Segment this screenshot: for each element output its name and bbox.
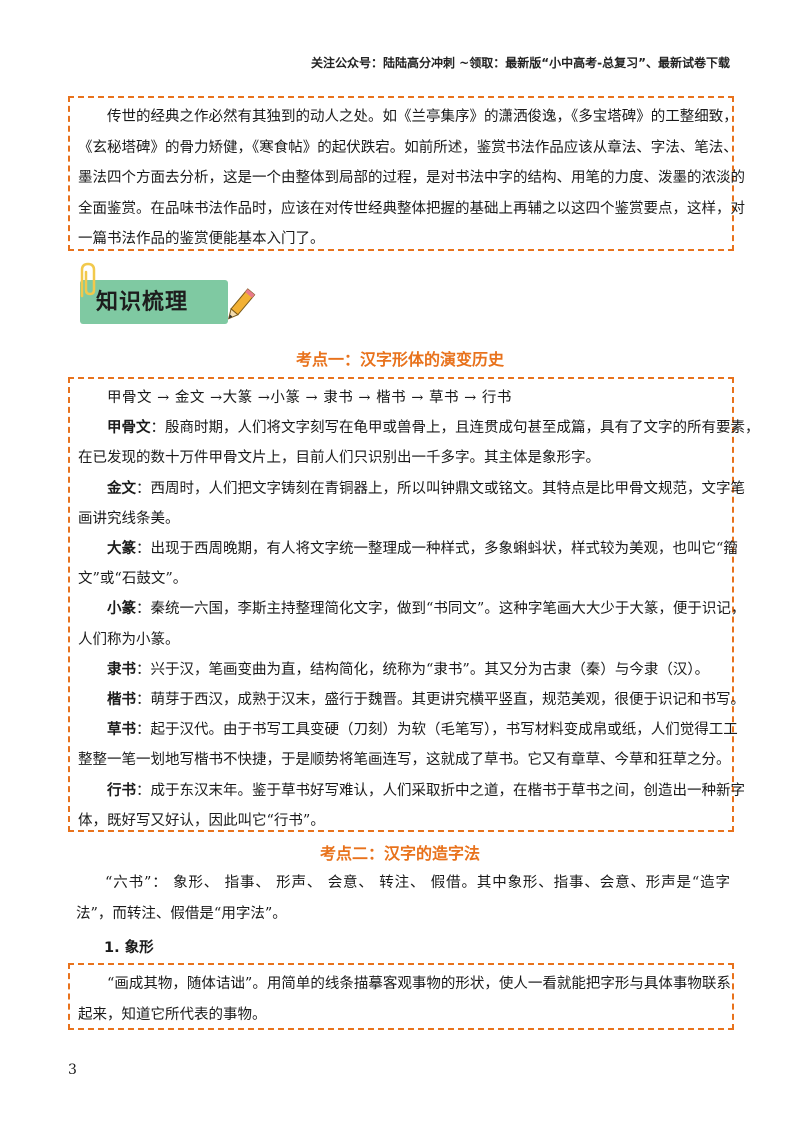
evolution-sequence: 甲骨文 → 金文 →大篆 →小篆 → 隶书 → 楷书 → 草书 → 行书 [107,390,512,406]
term-description: ：成于东汉末年。鉴于草书好写难认，人们采取折中之道，在楷书于草书之间，创造出一种… [136,782,745,799]
intro-box: 传世的经典之作必然有其独到的动人之处。如《兰亭集序》的潇洒俊逸，《多宝塔碑》的工… [68,96,745,251]
pencil-icon [222,286,258,330]
paperclip-icon [72,262,106,306]
evolution-item: 金文：西周时，人们把文字铸刻在青铜器上，所以叫钟鼎文或铭文。其特点是比甲骨文规范… [78,474,745,504]
term-label: 楷书 [107,692,136,709]
page-header: 关注公众号：陆陆高分冲刺 ~领取：最新版“小中高考-总复习”、最新试卷下载 [311,56,730,70]
knowledge-banner: 知识梳理 [72,262,262,332]
pictograph-box: “画成其物，随体诘诎”。用简单的线条描摹客观事物的形状，使人一看就能把字形与具体… [68,963,734,1030]
banner-background [80,280,228,324]
term-label: 隶书 [107,661,136,678]
evolution-item: 行书：成于东汉末年。鉴于草书好写难认，人们采取折中之道，在楷书于草书之间，创造出… [78,776,745,806]
section-title-methods: 考点二：汉字的造字法 [319,844,480,863]
evolution-item: 小篆：秦统一六国，李斯主持整理简化文字，做到“书同文”。这种字笔画大大少于大篆，… [78,594,745,624]
term-description: ：出现于西周晚期，有人将文字统一整理成一种样式，多象蝌蚪状，样式较为美观，也叫它… [136,541,738,558]
evolution-item-continued: 文”或“石鼓文”。 [78,571,188,588]
term-description: ：兴于汉，笔画变曲为直，结构简化，统称为“隶书”。其又分为古隶（秦）与今隶（汉）… [136,661,710,678]
evolution-item-continued: 人们称为小篆。 [78,631,180,648]
evolution-item: 楷书：萌芽于西汉，成熟于汉末，盛行于魏晋。其更讲究横平竖直，规范美观，很便于识记… [78,685,745,715]
term-description: ：萌芽于西汉，成熟于汉末，盛行于魏晋。其更讲究横平竖直，规范美观，很便于识记和书… [136,692,745,709]
section-title-evolution: 考点一：汉字形体的演变历史 [295,350,504,369]
evolution-item: 隶书：兴于汉，笔画变曲为直，结构简化，统称为“隶书”。其又分为古隶（秦）与今隶（… [78,655,724,685]
term-label: 草书 [107,722,136,739]
intro-line: 一篇书法作品的鉴赏便能基本入门了。 [78,231,325,247]
evolution-item-continued: 在已发现的数十万件甲骨文片上，目前人们只识别出一千多字。其主体是象形字。 [78,450,600,467]
term-label: 甲骨文 [107,420,151,437]
evolution-item: 草书：起于汉代。由于书写工具变硬（刀刻）为软（毛笔写），书写材料变成帛或纸，人们… [78,715,738,745]
evolution-item: 大篆：出现于西周晚期，有人将文字统一整理成一种样式，多象蝌蚪状，样式较为美观，也… [78,534,738,564]
term-label: 行书 [107,782,136,799]
evolution-item: 甲骨文：殷商时期，人们将文字刻写在龟甲或兽骨上，且连贯成句甚至成篇，具有了文字的… [78,413,760,443]
evolution-box: 甲骨文 → 金文 →大篆 →小篆 → 隶书 → 楷书 → 草书 → 行书 甲骨文… [68,377,760,832]
term-description: ：起于汉代。由于书写工具变硬（刀刻）为软（毛笔写），书写材料变成帛或纸，人们觉得… [136,722,738,739]
evolution-item-continued: 整整一笔一划地写楷书不快捷，于是顺势将笔画连写，这就成了草书。它又有章草、今草和… [78,752,731,769]
sub-heading-pictograph: 1. 象形 [104,940,154,956]
paragraph-line: “六书”： 象形、 指事、 形声、 会意、 转注、 假借。其中象形、指事、会意、… [105,875,730,891]
banner-label: 知识梳理 [96,290,189,315]
term-description: ：殷商时期，人们将文字刻写在龟甲或兽骨上，且连贯成句甚至成篇，具有了文字的所有要… [150,420,760,437]
term-description: ：秦统一六国，李斯主持整理简化文字，做到“书同文”。这种字笔画大大少于大篆，便于… [136,601,746,618]
evolution-item-continued: 体，既好写又好认，因此叫它“行书”。 [78,812,325,829]
term-label: 大篆 [107,541,136,558]
intro-line: 《玄秘塔碑》的骨力矫健，《寒食帖》的起伏跌宕。如前所述，鉴赏书法作品应该从章法、… [78,139,738,156]
paragraph-line: 法”，而转注、假借是“用字法”。 [76,905,287,922]
term-label: 小篆 [107,601,136,618]
intro-line: 全面鉴赏。在品味书法作品时，应该在对传世经典整体把握的基础上再辅之以这四个鉴赏要… [78,200,745,217]
intro-line: 墨法四个方面去分析，这是一个由整体到局部的过程，是对书法中字的结构、用笔的力度、… [78,170,745,186]
intro-line: 传世的经典之作必然有其独到的动人之处。如《兰亭集序》的潇洒俊逸，《多宝塔碑》的工… [107,109,738,125]
evolution-item-continued: 画讲究线条美。 [78,510,180,527]
box-line: “画成其物，随体诘诎”。用简单的线条描摹客观事物的形状，使人一看就能把字形与具体… [107,976,731,992]
six-principles-paragraph: “六书”： 象形、 指事、 形声、 会意、 转注、 假借。其中象形、指事、会意、… [76,868,730,929]
term-label: 金文 [107,480,136,497]
box-line: 起来，知道它所代表的事物。 [78,1006,267,1023]
page-number: 3 [68,1062,77,1078]
term-description: ：西周时，人们把文字铸刻在青铜器上，所以叫钟鼎文或铭文。其特点是比甲骨文规范，文… [136,480,745,497]
